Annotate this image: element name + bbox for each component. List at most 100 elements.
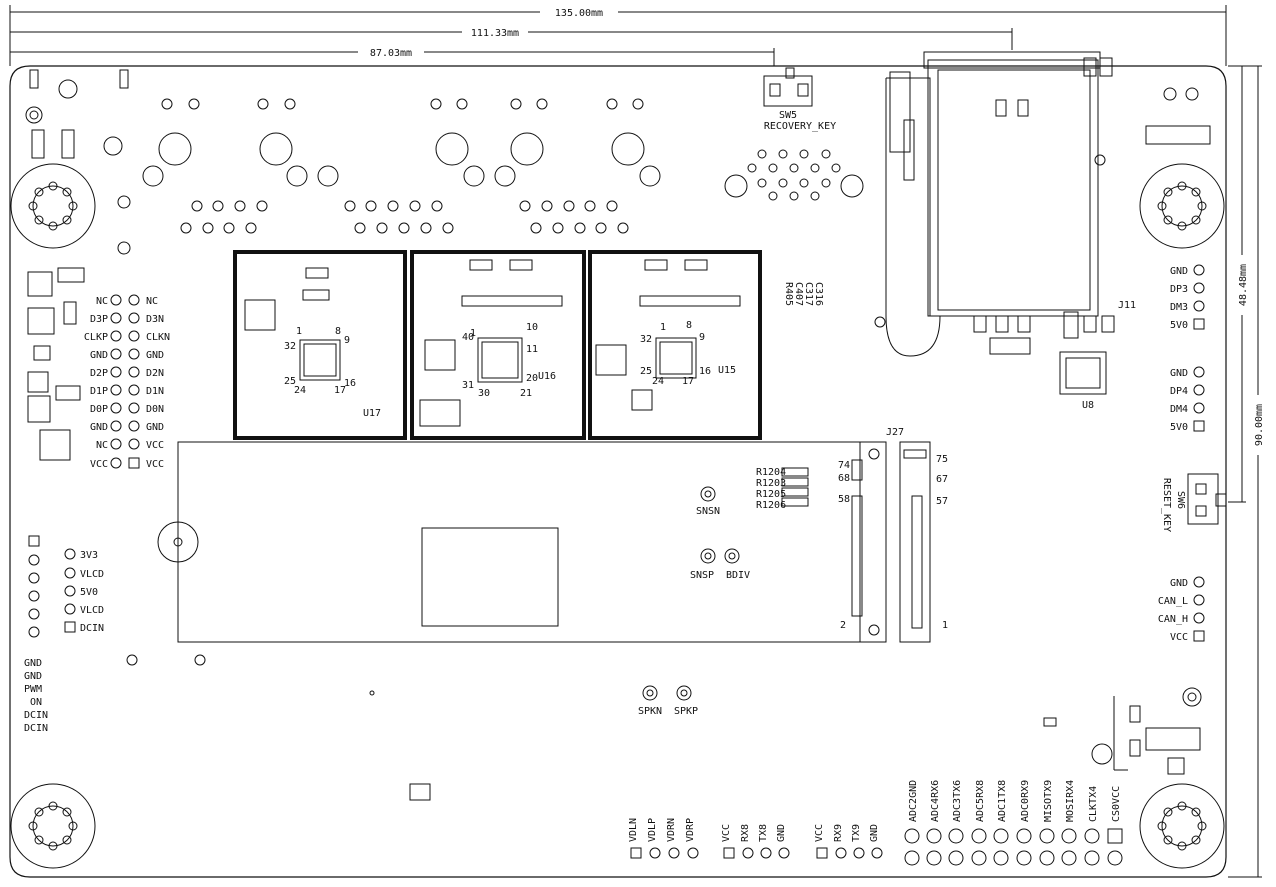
pin-label: 1 [942, 620, 948, 631]
pin-label: 30 [478, 388, 490, 399]
pin-label: R1205 [756, 489, 786, 500]
u17-pin-numbers: 1 8 9 16 17 24 25 32 [284, 326, 356, 396]
pin-label: VLCD [80, 605, 104, 616]
pin-label: 58 [838, 494, 850, 505]
pin-label: DM4 [1170, 404, 1188, 415]
pin-label: 5V0 [1170, 422, 1188, 433]
snsp-label: SNSP [690, 570, 714, 581]
bottom-uart1-header [723, 847, 790, 859]
left-header-c-labels: GND GND PWM ON DCIN DCIN [24, 658, 48, 734]
pin-label: 20 [526, 373, 538, 384]
pin-label: DCIN [24, 723, 48, 734]
pin-label: C317 [803, 282, 814, 306]
u8-chip [989, 337, 1107, 395]
u16-pin-numbers: 1 10 11 20 21 30 31 40 [462, 322, 538, 399]
pin-label: R405 [783, 282, 794, 306]
port-holes [724, 149, 864, 201]
pin-label: 40 [462, 332, 474, 343]
pin-label: 25 [640, 366, 652, 377]
pin-label: ADC1TX8 [997, 780, 1008, 822]
right-header-usb2 [1193, 366, 1205, 432]
pin-label: 21 [520, 388, 532, 399]
pin-label: ADC4RX6 [930, 780, 941, 822]
left-small-parts [27, 267, 85, 461]
pin-label: 32 [640, 334, 652, 345]
bottom-uart1-labels: VCC RX8 TX8 GND [721, 824, 787, 842]
pin-label: D0P [90, 404, 108, 415]
pin-label: GND [24, 671, 42, 682]
pin-label: D2N [146, 368, 164, 379]
right-header-can-labels: GND CAN_L CAN_H VCC [1158, 578, 1188, 643]
pin-label: 17 [682, 376, 694, 387]
pin-label: CLKN [146, 332, 170, 343]
pin-label: ADC5RX8 [975, 780, 986, 822]
right-header-usb2-labels: GND DP4 DM4 5V0 [1170, 368, 1188, 433]
left-header-b [28, 535, 76, 638]
pin-label: GND [776, 824, 787, 842]
pin-label: 24 [294, 385, 306, 396]
pin-label: 67 [936, 474, 948, 485]
board-outline [9, 65, 1227, 878]
pin-label: 1 [660, 322, 666, 333]
pin-label: ADC3TX6 [952, 780, 963, 822]
pin-label: GND [1170, 368, 1188, 379]
pin-label: GND [146, 422, 164, 433]
top-right-parts [1145, 87, 1211, 145]
pin-label: R1204 [756, 467, 786, 478]
pin-label: D1P [90, 386, 108, 397]
pin-label: 57 [936, 496, 948, 507]
pin-label: 11 [526, 344, 538, 355]
res-block [781, 467, 809, 507]
pin-label: 10 [526, 322, 538, 333]
m2-pin-numbers: 75 74 67 68 57 58 1 2 [838, 454, 948, 631]
pin-label: VDRN [666, 818, 677, 842]
reset-key-label: RESET_KEY [1161, 478, 1172, 532]
sw5-label: SW5 [779, 110, 797, 121]
pin-label: DP3 [1170, 284, 1188, 295]
pin-label: 31 [462, 380, 474, 391]
pin-label: NC [146, 296, 158, 307]
u15-label: U15 [718, 365, 736, 376]
sw5-recovery-switch [763, 67, 813, 107]
pin-label: GND [90, 350, 108, 361]
u16-label: U16 [538, 371, 556, 382]
left-header-a [110, 294, 140, 469]
pin-label: C407 [793, 282, 804, 306]
right-header-can [1193, 576, 1205, 642]
dim-short-width: 87.03mm [370, 48, 412, 59]
pin-label: GND [24, 658, 42, 669]
pin-label: VDRP [685, 818, 696, 842]
pin-label: CLKP [84, 332, 108, 343]
pin-label: VDLP [647, 818, 658, 842]
pin-label: R1206 [756, 500, 786, 511]
pin-label: 25 [284, 376, 296, 387]
pin-label: ADC0RX9 [1020, 780, 1031, 822]
pin-label: NC [96, 296, 108, 307]
pin-label: RX8 [740, 824, 751, 842]
bottom-uart2-header [816, 847, 883, 859]
pin-label: D1N [146, 386, 164, 397]
dim-height-total: 90.00mm [1254, 404, 1265, 446]
pin-label: RX9 [833, 824, 844, 842]
pin-label: 68 [838, 473, 850, 484]
pin-label: PWM [24, 684, 42, 695]
cap-ids: R405 C407 C317 C316 [783, 282, 824, 306]
pin-label: ON [30, 697, 42, 708]
j11-label: J11 [1118, 300, 1136, 311]
pin-label: DCIN [80, 623, 104, 634]
left-header-b-labels: 3V3 VLCD 5V0 VLCD DCIN [80, 550, 104, 634]
pin-label: VCC [814, 824, 825, 842]
pin-label: 8 [335, 326, 341, 337]
test-points [642, 486, 740, 701]
pin-label: TX9 [851, 824, 862, 842]
u17-label: U17 [363, 408, 381, 419]
snsn-label: SNSN [696, 506, 720, 517]
bottom-lvds-header [630, 847, 699, 859]
mounting-holes [10, 163, 1225, 869]
pin-label: 9 [344, 335, 350, 346]
pin-label: 75 [936, 454, 948, 465]
pin-label: VCC [146, 440, 164, 451]
pin-label: C316 [813, 282, 824, 306]
dim-height-top: 48.48mm [1238, 264, 1249, 306]
pin-label: 16 [344, 378, 356, 389]
